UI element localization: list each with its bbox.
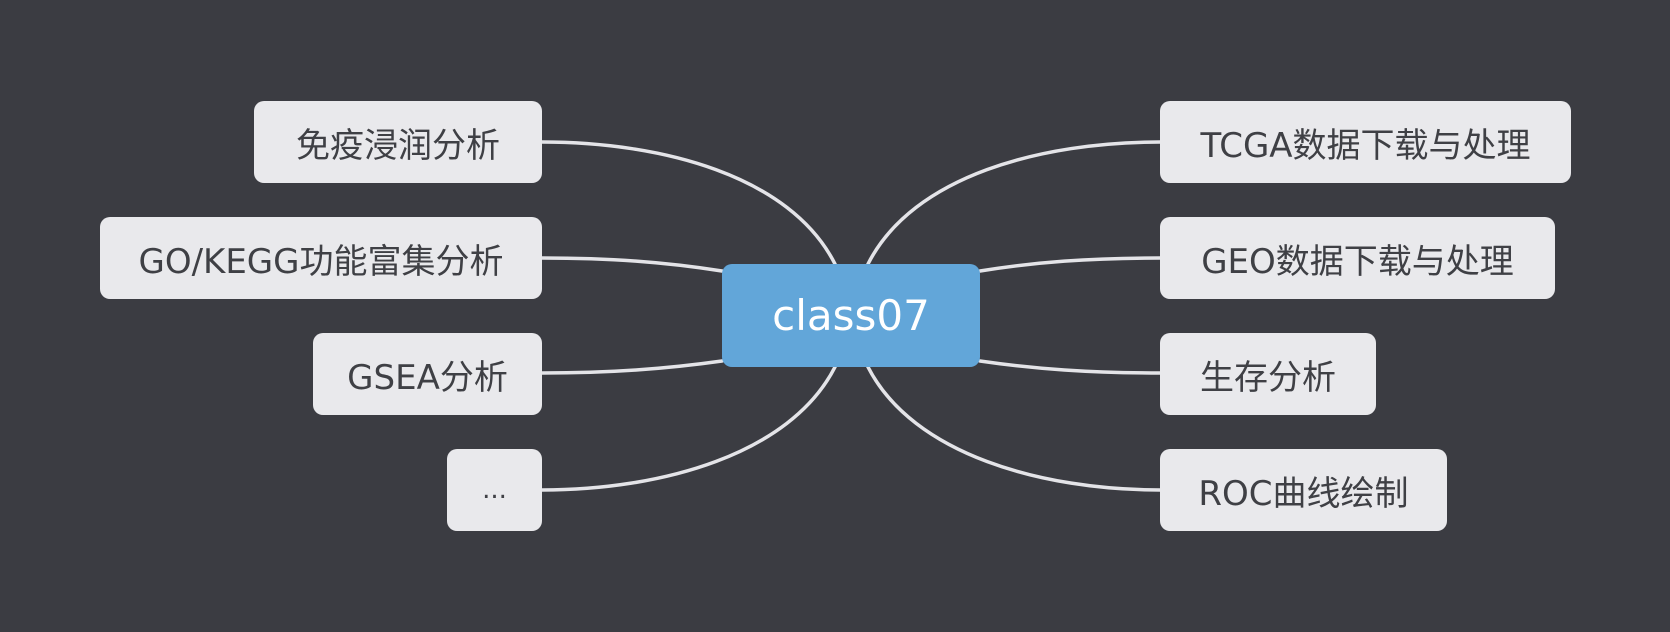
connector-right-2	[978, 256, 1162, 273]
connector-right-4	[866, 365, 1162, 492]
connector-right-1	[866, 140, 1162, 266]
topic-label: ROC曲线绘制	[1198, 473, 1409, 514]
central-topic[interactable]: class07	[722, 264, 980, 367]
connector-right-3	[978, 359, 1162, 375]
topic-label: 免疫浸润分析	[296, 125, 500, 166]
topic-label: 生存分析	[1200, 357, 1336, 398]
topic-label: GEO数据下载与处理	[1201, 241, 1514, 282]
topic-geo-download-processing[interactable]: GEO数据下载与处理	[1160, 217, 1555, 299]
central-topic-label: class07	[772, 291, 930, 340]
topic-gsea-analysis[interactable]: GSEA分析	[313, 333, 542, 415]
topic-ellipsis[interactable]: ...	[447, 449, 542, 531]
connector-left-4	[540, 365, 837, 492]
topic-go-kegg-enrichment-analysis[interactable]: GO/KEGG功能富集分析	[100, 217, 542, 299]
topic-survival-analysis[interactable]: 生存分析	[1160, 333, 1376, 415]
connector-left-2	[540, 256, 724, 273]
topic-label: TCGA数据下载与处理	[1200, 125, 1531, 166]
topic-tcga-download-processing[interactable]: TCGA数据下载与处理	[1160, 101, 1571, 183]
topic-label: GSEA分析	[347, 357, 508, 398]
topic-roc-curve-plotting[interactable]: ROC曲线绘制	[1160, 449, 1447, 531]
connector-left-3	[540, 359, 724, 375]
topic-label: GO/KEGG功能富集分析	[138, 241, 504, 282]
topic-label: ...	[482, 475, 507, 505]
connector-left-1	[540, 140, 837, 266]
topic-immune-infiltration-analysis[interactable]: 免疫浸润分析	[254, 101, 542, 183]
